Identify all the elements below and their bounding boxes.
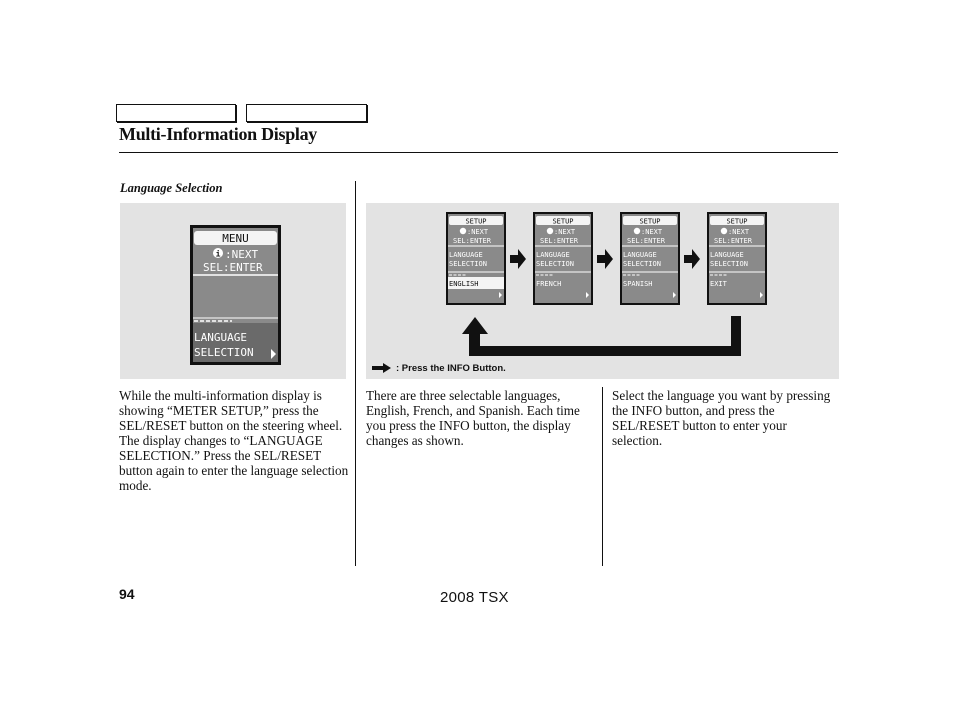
screen-language-line: LANGUAGE	[449, 251, 483, 259]
header-tab-box-1	[116, 104, 236, 122]
screen-sel-label: SEL:ENTER	[453, 237, 492, 245]
screen-selection-line: SELECTION	[536, 260, 574, 268]
screen-next-label: :NEXT	[641, 228, 663, 236]
language-sequence-diagram: SETUP:NEXTSEL:ENTERLANGUAGESELECTIONENGL…	[372, 212, 767, 373]
svg-text:i: i	[216, 249, 221, 259]
next-arrow-icon	[510, 249, 526, 269]
screen-next-label: :NEXT	[554, 228, 576, 236]
menu-selection-line: SELECTION	[194, 346, 254, 359]
column-divider-2	[602, 387, 603, 566]
scroll-right-icon	[586, 292, 589, 298]
info-icon	[720, 227, 728, 235]
menu-language-line: LANGUAGE	[194, 331, 247, 344]
next-arrow-icon	[684, 249, 700, 269]
next-arrow-icon	[597, 249, 613, 269]
legend-arrow-icon	[372, 363, 391, 373]
screen-option-label: FRENCH	[536, 280, 561, 288]
info-icon	[459, 227, 467, 235]
page-title: Multi-Information Display	[119, 124, 318, 144]
screen-setup-label: SETUP	[726, 218, 747, 226]
screen-setup-label: SETUP	[465, 218, 486, 226]
section-label: Language Selection	[120, 181, 223, 195]
column-2-text: There are three selectable languages, En…	[366, 388, 580, 448]
screen-selection-line: SELECTION	[623, 260, 661, 268]
menu-title: MENU	[222, 232, 249, 245]
footer-model: 2008 TSX	[440, 589, 509, 606]
screen-selection-line: SELECTION	[710, 260, 748, 268]
screen-next-label: :NEXT	[467, 228, 489, 236]
screen-setup-label: SETUP	[552, 218, 573, 226]
screen-language-line: LANGUAGE	[710, 251, 744, 259]
info-icon	[633, 227, 641, 235]
info-icon	[213, 248, 223, 258]
column-3-text: Select the language you want by pressing…	[612, 388, 831, 448]
menu-scroll-right-icon	[271, 349, 276, 359]
scroll-right-icon	[673, 292, 676, 298]
scroll-right-icon	[760, 292, 763, 298]
screen-language-line: LANGUAGE	[536, 251, 570, 259]
screen-option-label: ENGLISH	[449, 280, 479, 288]
screen-setup-label: SETUP	[639, 218, 660, 226]
menu-next-label: :NEXT	[225, 248, 258, 261]
screen-next-label: :NEXT	[728, 228, 750, 236]
info-icon	[546, 227, 554, 235]
legend-text: : Press the INFO Button.	[396, 363, 506, 374]
column-divider-1	[355, 181, 356, 566]
scroll-right-icon	[499, 292, 502, 298]
screen-option-label: SPANISH	[623, 280, 653, 288]
selected-option-highlight	[448, 277, 504, 289]
screen-sel-label: SEL:ENTER	[714, 237, 753, 245]
screen-option-label: EXIT	[710, 280, 728, 288]
menu-sel-enter-label: SEL:ENTER	[203, 261, 263, 274]
screen-language-line: LANGUAGE	[623, 251, 657, 259]
screen-sel-label: SEL:ENTER	[540, 237, 579, 245]
header-tab-box-2	[246, 104, 367, 122]
menu-lcd-display: MENU i :NEXT SEL:ENTER LANGUAGE SELECTIO…	[190, 225, 281, 365]
loop-back-arrow-icon	[462, 316, 741, 356]
screen-sel-label: SEL:ENTER	[627, 237, 666, 245]
screen-selection-line: SELECTION	[449, 260, 487, 268]
title-divider	[119, 152, 838, 153]
menu-display-panel: MENU i :NEXT SEL:ENTER LANGUAGE SELECTIO…	[120, 203, 346, 379]
page-number: 94	[119, 586, 135, 602]
column-1-text: While the multi-information display is s…	[119, 388, 349, 493]
